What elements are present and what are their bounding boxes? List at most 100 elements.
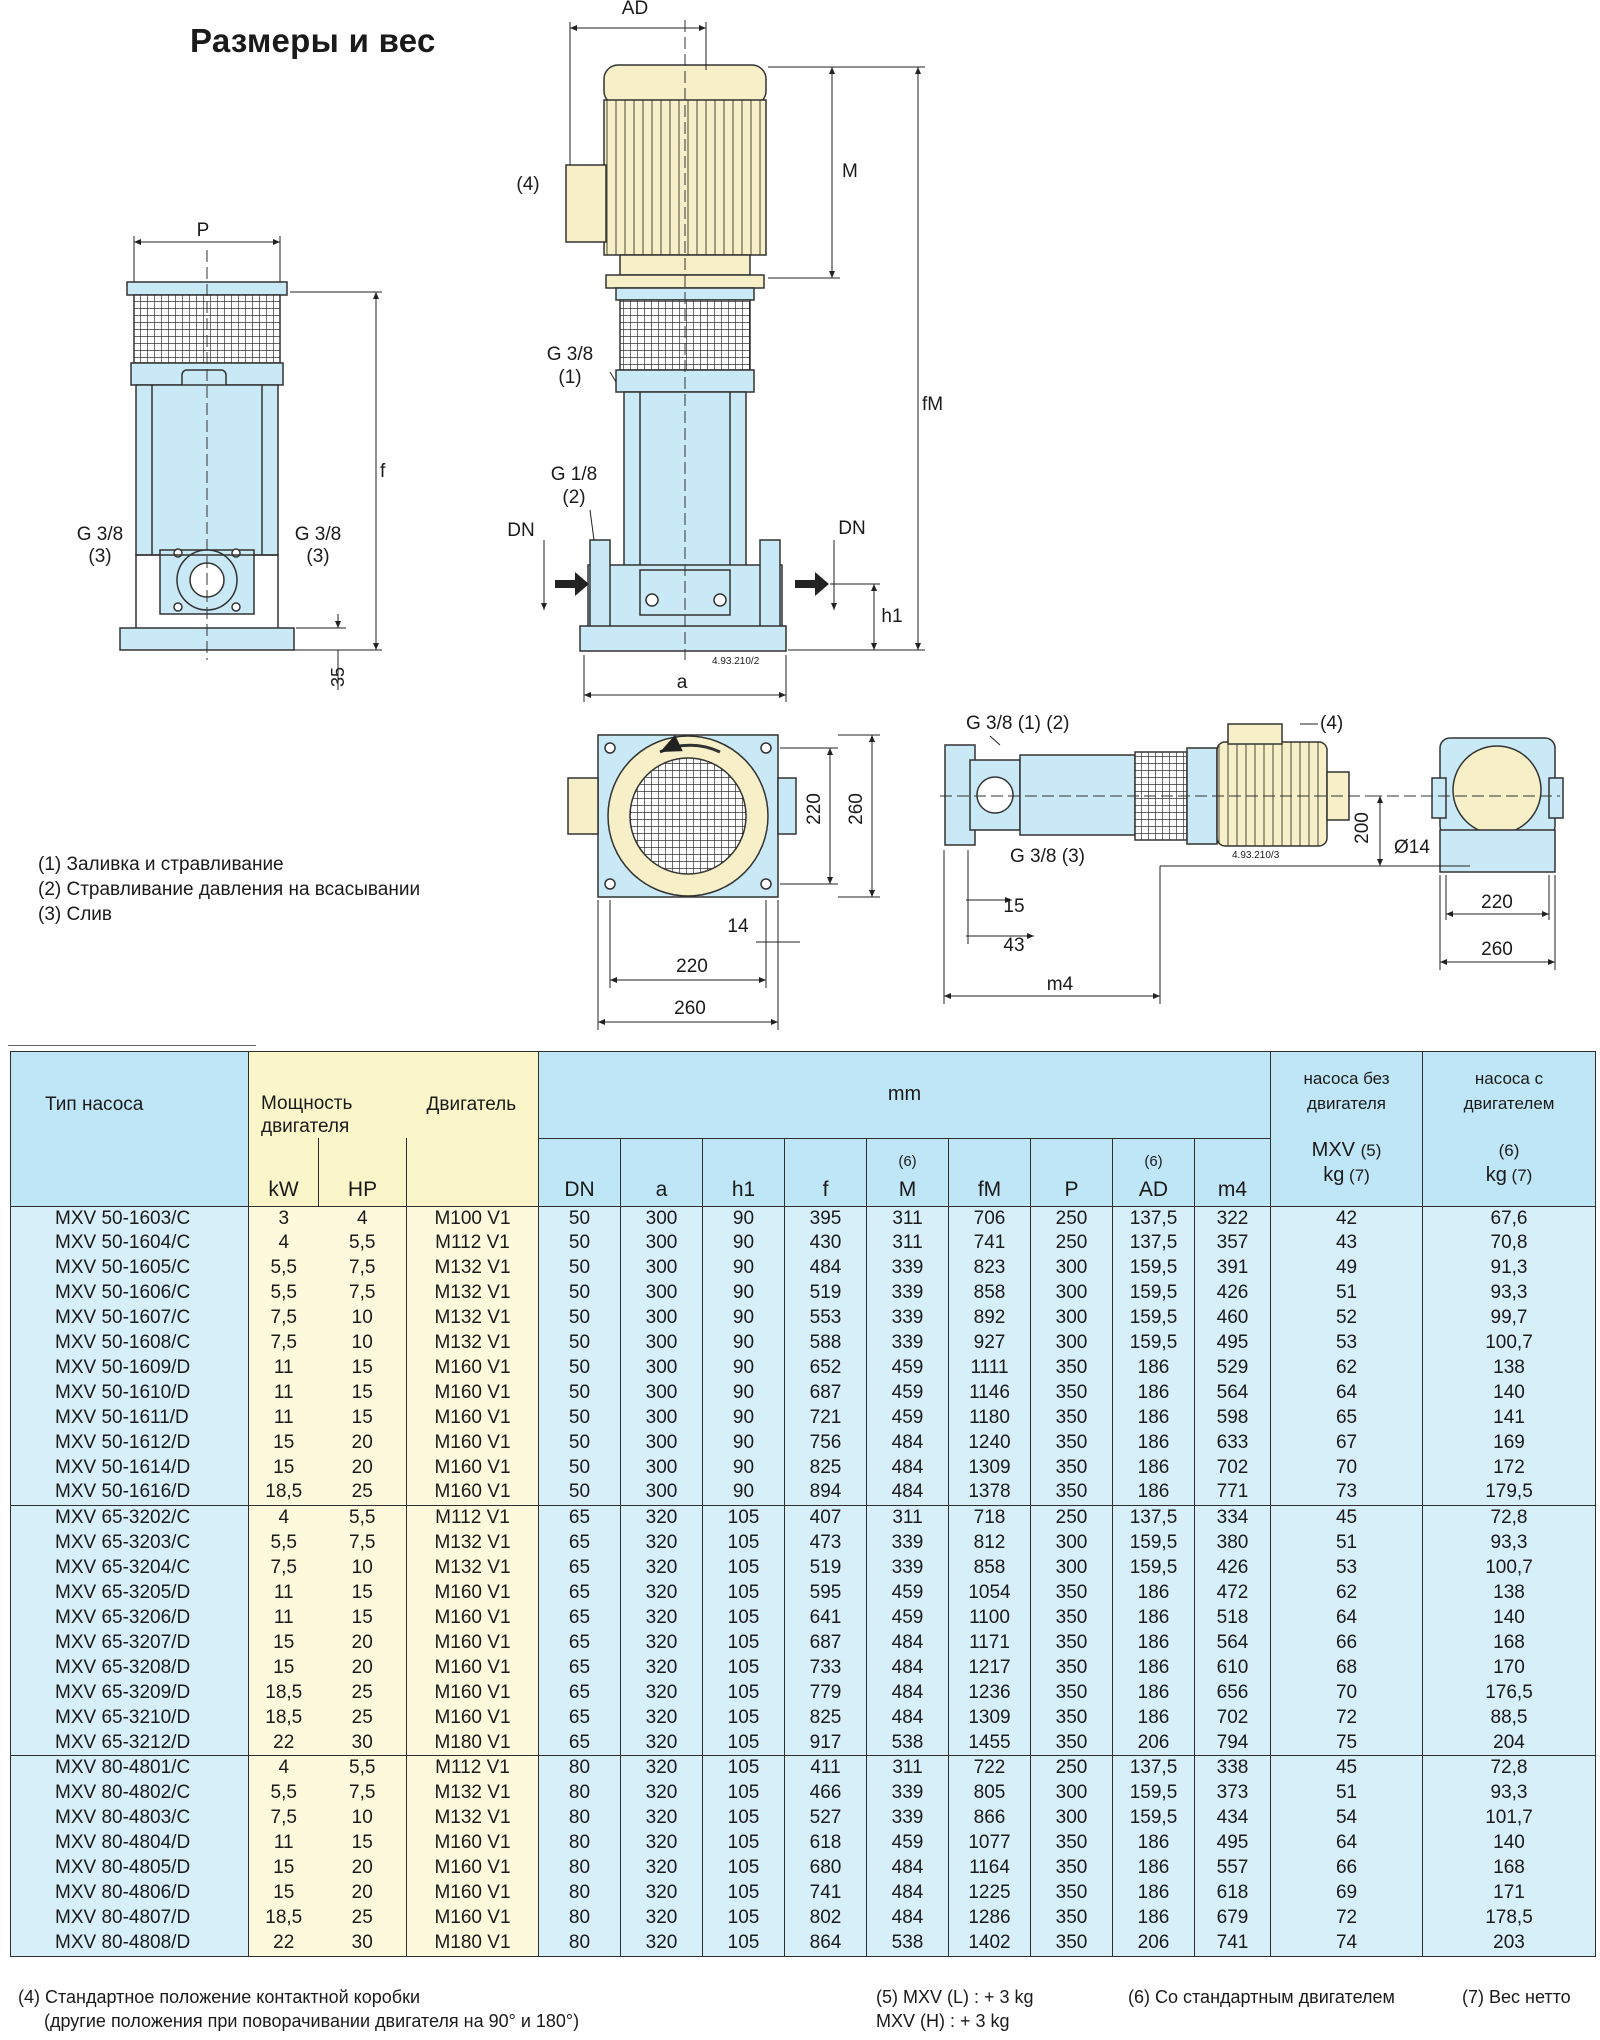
cell-m: 538 (866, 1930, 949, 1957)
header-fm: fM (948, 1137, 1031, 1207)
cell-power-kw: 22 (248, 1930, 319, 1957)
cell-h1: 90 (702, 1430, 785, 1456)
cell-pump-type: MXV 80-4802/C (10, 1781, 249, 1807)
cell-h1: 90 (702, 1405, 785, 1431)
cell-power-hp: 7,5 (318, 1256, 407, 1282)
cell-pump-type: MXV 65-3207/D (10, 1630, 249, 1656)
cell-weight-with-motor: 204 (1422, 1730, 1597, 1757)
cell-power-kw: 11 (248, 1581, 319, 1606)
cell-p: 350 (1030, 1880, 1113, 1906)
cell-engine: M112 V1 (406, 1231, 539, 1257)
header-with-label: насоса с двигателем (1463, 1069, 1555, 1113)
cell-dn: 50 (538, 1355, 621, 1381)
cell-power-hp: 10 (318, 1331, 407, 1356)
cell-weight-with-motor: 100,7 (1422, 1556, 1597, 1582)
cell-power-hp: 20 (318, 1630, 407, 1656)
cell-ad: 159,5 (1112, 1281, 1195, 1307)
cell-power-hp: 15 (318, 1606, 407, 1631)
cell-dn: 80 (538, 1880, 621, 1906)
cell-power-kw: 18,5 (248, 1705, 319, 1731)
cell-f: 588 (784, 1331, 867, 1356)
label-P: P (197, 220, 210, 241)
header-kg2: kg (1485, 1164, 1507, 1186)
cell-a: 320 (620, 1705, 703, 1731)
cell-pump-type: MXV 50-1607/C (10, 1306, 249, 1332)
cell-pump-type: MXV 80-4803/C (10, 1806, 249, 1832)
cell-ad: 186 (1112, 1831, 1195, 1857)
cell-weight-with-motor: 72,8 (1422, 1505, 1597, 1532)
legend-item: (1) Заливка и стравливание (38, 854, 284, 875)
cell-p: 350 (1030, 1930, 1113, 1957)
cell-ad: 206 (1112, 1730, 1195, 1757)
cell-weight-without-motor: 64 (1270, 1606, 1424, 1631)
cell-a: 300 (620, 1306, 703, 1332)
cell-weight-without-motor: 42 (1270, 1205, 1424, 1232)
header-engine: Двигатель (406, 1051, 539, 1138)
cell-ad: 186 (1112, 1680, 1195, 1706)
cell-h1: 105 (702, 1755, 785, 1782)
cell-p: 350 (1030, 1455, 1113, 1481)
cell-m4: 495 (1193, 1831, 1272, 1857)
cell-f: 802 (784, 1905, 867, 1931)
cell-fm: 1111 (948, 1355, 1031, 1381)
cell-ad: 137,5 (1112, 1205, 1195, 1232)
cell-f: 721 (784, 1405, 867, 1431)
cell-fm: 1402 (948, 1930, 1031, 1957)
cell-a: 320 (620, 1905, 703, 1931)
cell-pump-type: MXV 80-4805/D (10, 1856, 249, 1881)
header-mm: mm (537, 1051, 1272, 1138)
cell-weight-with-motor: 140 (1422, 1831, 1597, 1857)
label-220-h: 220 (676, 956, 708, 977)
cell-m4: 610 (1193, 1655, 1272, 1681)
cell-engine: M100 V1 (406, 1205, 539, 1232)
cell-p: 350 (1030, 1730, 1113, 1757)
dimensions-weight-table: Тип насоса Мощность двигателя Двигатель … (10, 1051, 1597, 1957)
cell-power-kw: 22 (248, 1730, 319, 1757)
label-260-v: 260 (846, 793, 867, 825)
cell-weight-without-motor: 64 (1270, 1831, 1424, 1857)
cell-power-hp: 4 (318, 1205, 407, 1232)
cell-weight-without-motor: 73 (1270, 1480, 1424, 1507)
header-pump-type: Тип насоса (10, 1051, 249, 1207)
cell-f: 741 (784, 1880, 867, 1906)
cell-weight-with-motor: 70,8 (1422, 1231, 1597, 1257)
cell-power-hp: 15 (318, 1405, 407, 1431)
cell-ad: 159,5 (1112, 1781, 1195, 1807)
cell-h1: 105 (702, 1905, 785, 1931)
cell-a: 300 (620, 1331, 703, 1356)
page-title: Размеры и вес (190, 22, 436, 59)
cell-a: 320 (620, 1730, 703, 1757)
cell-h1: 90 (702, 1231, 785, 1257)
cell-m4: 702 (1193, 1705, 1272, 1731)
header-a: a (620, 1137, 703, 1207)
cell-weight-without-motor: 43 (1270, 1231, 1424, 1257)
cell-weight-with-motor: 170 (1422, 1655, 1597, 1681)
cell-weight-with-motor: 101,7 (1422, 1806, 1597, 1832)
cell-fm: 1146 (948, 1380, 1031, 1406)
cell-m: 339 (866, 1556, 949, 1582)
label-220-v: 220 (804, 793, 825, 825)
cell-weight-with-motor: 172 (1422, 1455, 1597, 1481)
footnote-5-line2: MXV (H) : + 3 kg (876, 2011, 1010, 2031)
cell-ad: 186 (1112, 1380, 1195, 1406)
cell-power-hp: 30 (318, 1930, 407, 1957)
cell-ad: 186 (1112, 1355, 1195, 1381)
cell-power-hp: 25 (318, 1705, 407, 1731)
header-engine-blank (406, 1138, 539, 1207)
cell-ad: 206 (1112, 1930, 1195, 1957)
header-kg1-note: (7) (1349, 1166, 1370, 1185)
pump-top-view (567, 734, 797, 898)
legend-item: (3) Слив (38, 904, 113, 925)
cell-weight-without-motor: 45 (1270, 1755, 1424, 1782)
footnote-6: (6) Со стандартным двигателем (1128, 1987, 1395, 2007)
cell-m4: 564 (1193, 1630, 1272, 1656)
cell-ad: 159,5 (1112, 1556, 1195, 1582)
cell-pump-type: MXV 65-3209/D (10, 1680, 249, 1706)
cell-p: 350 (1030, 1355, 1113, 1381)
cell-dn: 50 (538, 1256, 621, 1282)
